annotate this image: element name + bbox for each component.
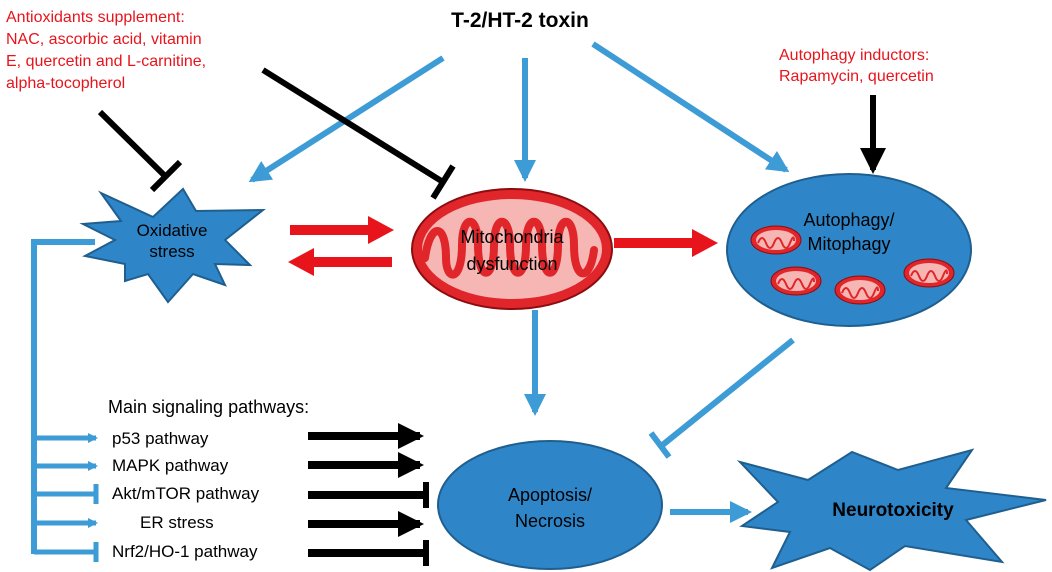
pathway-item: Akt/mTOR pathway (34, 482, 429, 508)
mitochondria-label-2: dysfunction (466, 254, 557, 274)
neurotoxicity-label: Neurotoxicity (832, 500, 954, 521)
pathways-heading: Main signaling pathways: (108, 397, 309, 417)
oxidative-stress-label-2: stress (149, 242, 194, 261)
pathway-label: ER stress (140, 513, 214, 532)
neurotoxicity-node: Neurotoxicity (736, 448, 1047, 572)
autophagy-inductors-line-2: Rapamycin, quercetin (779, 68, 934, 85)
pathway-label: Akt/mTOR pathway (112, 484, 260, 503)
pathway-label: MAPK pathway (112, 456, 229, 475)
signaling-bracket (31, 239, 95, 554)
arrow-oxidative-to-mitochondria (290, 216, 394, 244)
pathway-label: p53 pathway (112, 429, 209, 448)
arrow-toxin-to-autophagy (591, 41, 790, 173)
arrow-mitochondria-to-autophagy (614, 229, 718, 257)
oxidative-stress-node: Oxidative stress (79, 187, 266, 304)
pathway-item: MAPK pathway (34, 452, 424, 478)
arrow-mitochondria-to-oxidative (288, 248, 392, 276)
mini-mito-3 (834, 275, 886, 305)
mitochondria-node: Mitochondria dysfunction (411, 188, 613, 310)
autophagy-inductors-line-1: Autophagy inductors: (779, 47, 929, 64)
pathway-item: p53 pathway (34, 423, 424, 449)
arrow-toxin-to-oxidative (248, 55, 445, 183)
autophagy-node: Autophagy/ Mitophagy (726, 173, 972, 327)
oxidative-stress-label-1: Oxidative (137, 221, 208, 240)
mini-mito-2 (770, 266, 822, 296)
autophagy-label-2: Mitophagy (807, 234, 890, 254)
apoptosis-label-1: Apoptosis/ (508, 485, 592, 505)
antioxidants-line-2: NAC, ascorbic acid, vitamin (6, 31, 202, 48)
antioxidants-line-4: alpha-tocopherol (6, 75, 125, 92)
inhibit-antioxidants-to-oxidative (97, 109, 183, 193)
apoptosis-label-2: Necrosis (515, 511, 585, 531)
antioxidants-line-3: E, quercetin and L-carnitine, (6, 53, 206, 70)
antioxidants-line-1: Antioxidants supplement: (6, 9, 185, 26)
antioxidants-text: Antioxidants supplement: NAC, ascorbic a… (6, 9, 206, 92)
autophagy-label-1: Autophagy/ (803, 210, 894, 230)
mini-mitochondria-group (750, 225, 955, 305)
mini-mito-1 (750, 225, 802, 255)
mini-mito-4 (903, 258, 955, 288)
pathway-item: ER stress (34, 511, 424, 537)
title: T-2/HT-2 toxin (451, 9, 589, 32)
inhibit-autophagy-to-apoptosis (648, 337, 795, 459)
pathway-list: p53 pathway MAPK pathway Akt/mTOR pathwa… (34, 423, 429, 566)
inhibit-antioxidants-to-mitochondria (261, 67, 456, 200)
apoptosis-node: Apoptosis/ Necrosis (437, 440, 663, 570)
autophagy-inductors-text: Autophagy inductors: Rapamycin, querceti… (779, 47, 934, 85)
pathway-label: Nrf2/HO-1 pathway (112, 542, 258, 561)
pathway-item: Nrf2/HO-1 pathway (34, 540, 429, 566)
mitochondria-label-1: Mitochondria (460, 227, 564, 247)
